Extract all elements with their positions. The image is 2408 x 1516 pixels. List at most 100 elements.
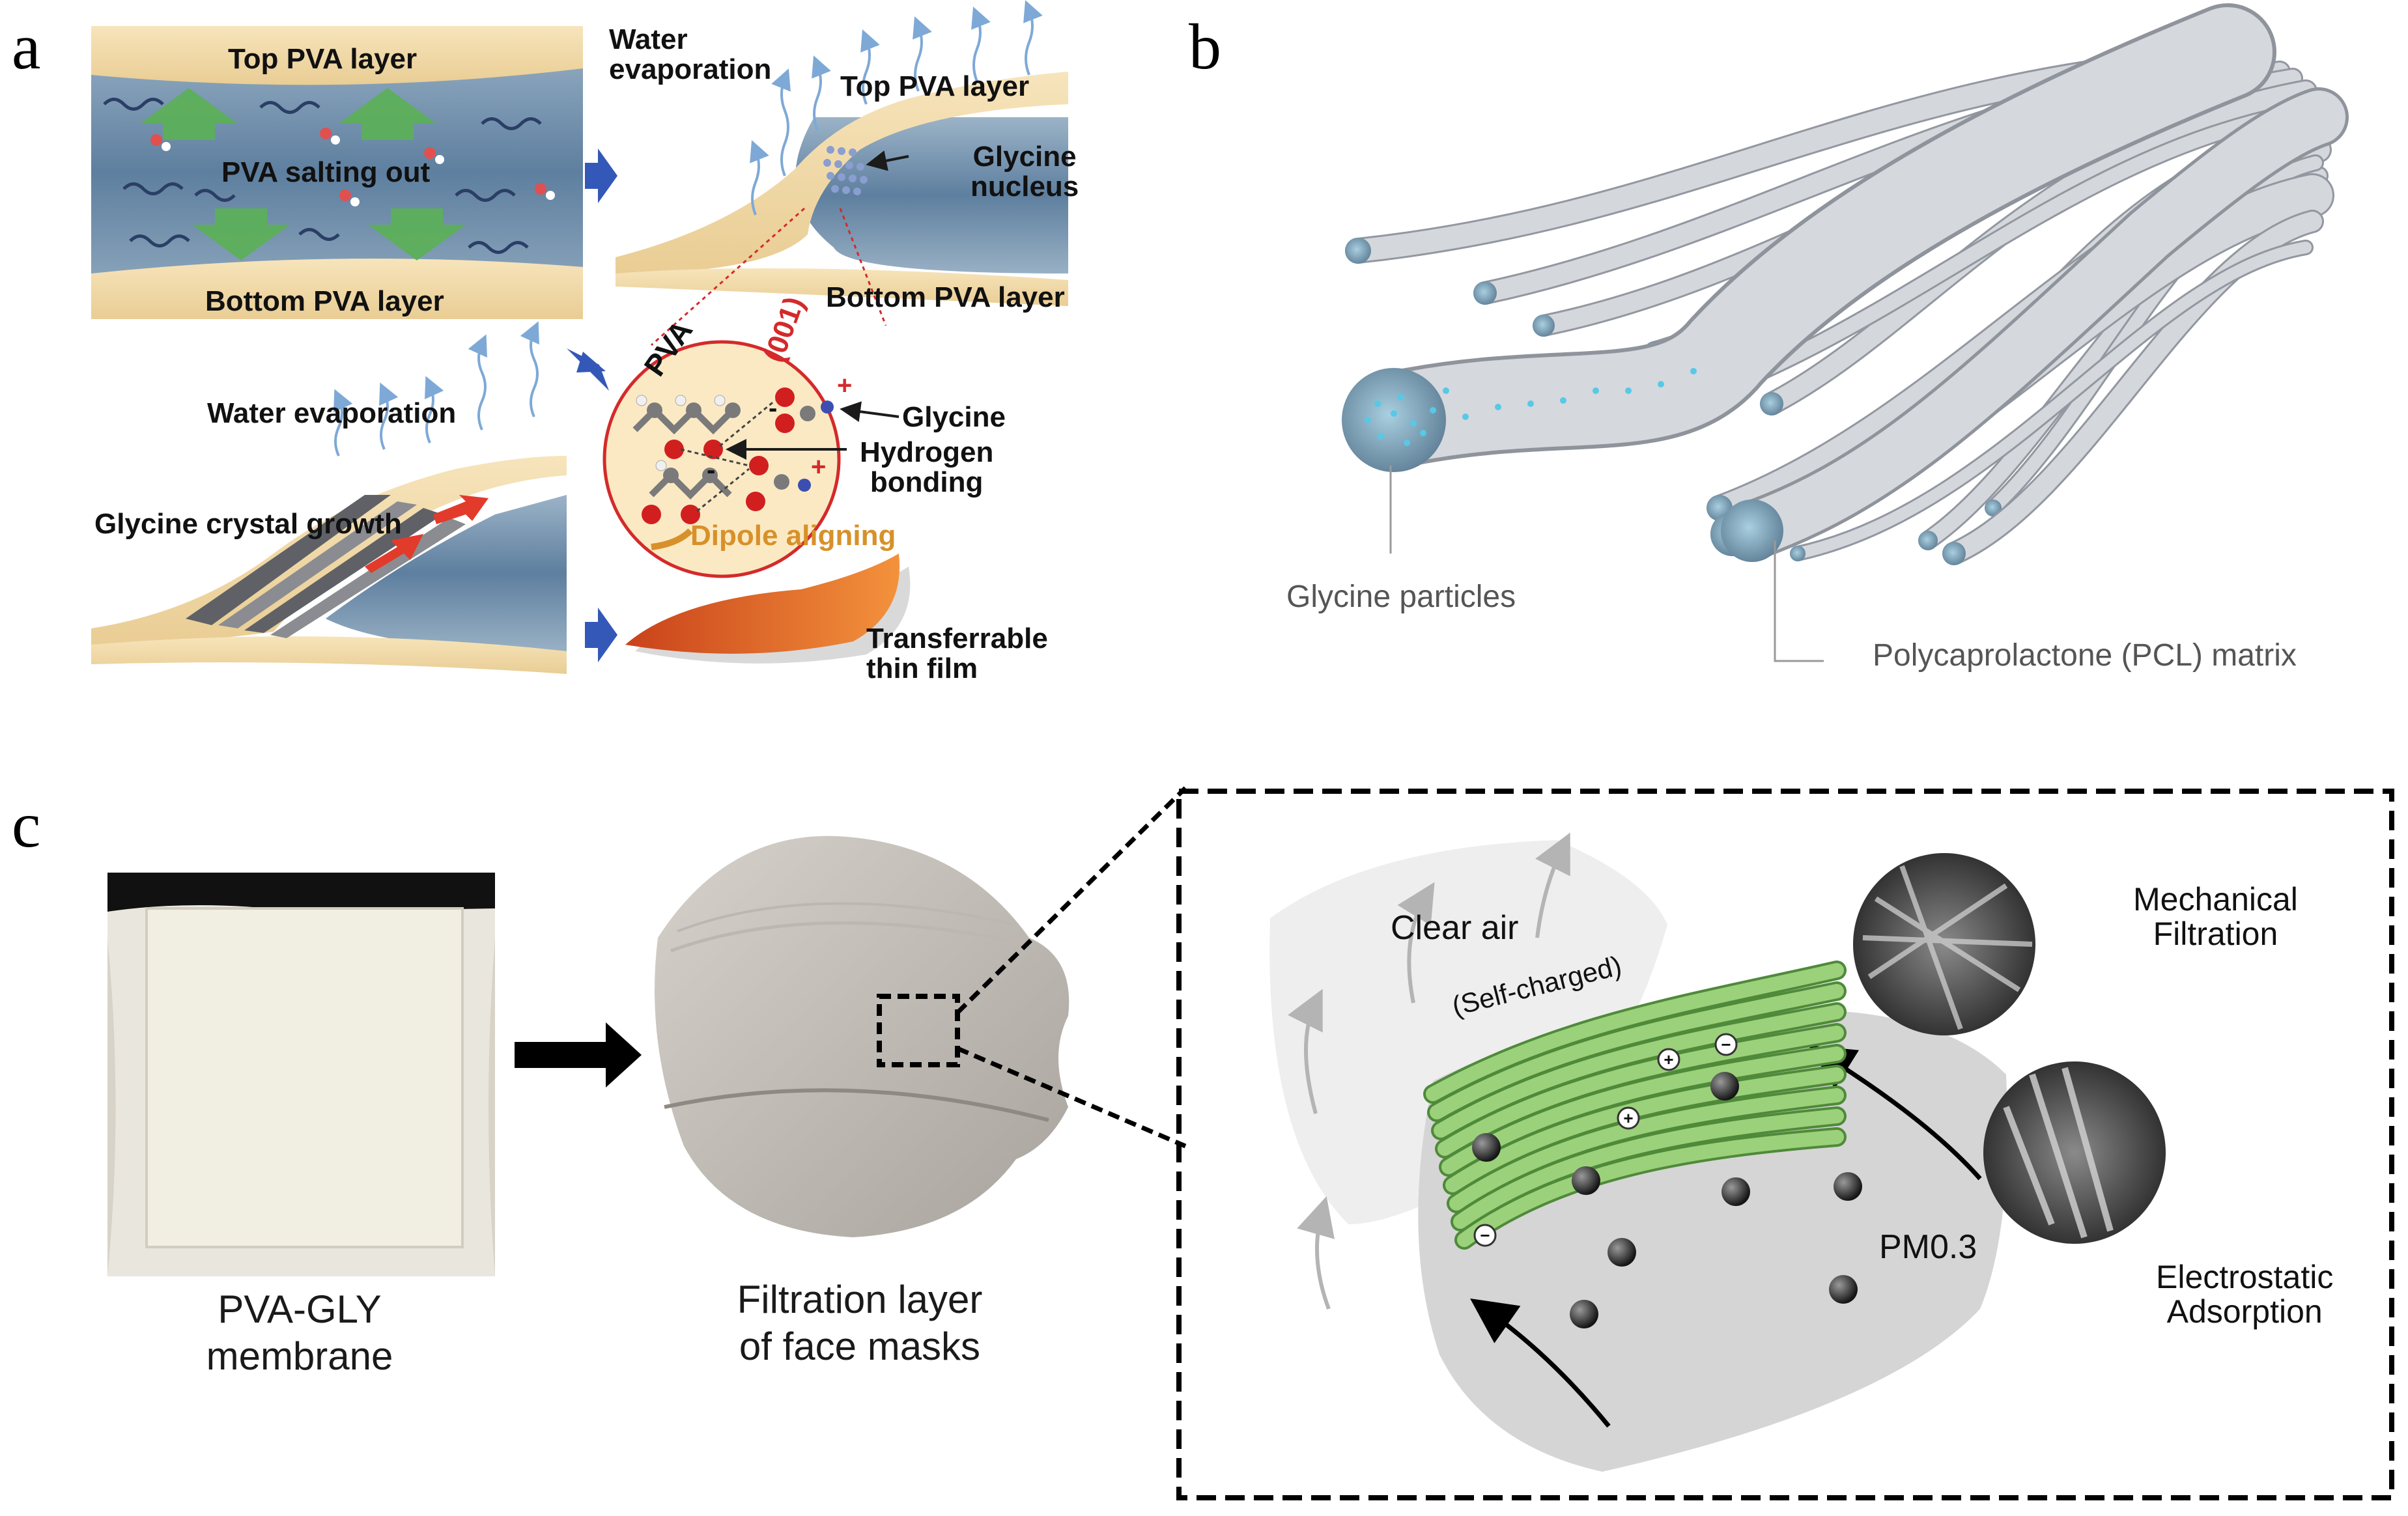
glycine-particle-dot (1374, 400, 1381, 407)
glycine-particle-dot (1527, 400, 1534, 407)
green-fiber (1434, 1005, 1844, 1138)
pcl-matrix-fiber (1725, 91, 2345, 557)
glycine-particle-dot (1443, 387, 1449, 394)
pm-particle (1472, 1133, 1501, 1162)
sem-electrostatic (1983, 1061, 2166, 1244)
svg-text:−: − (1721, 1035, 1731, 1054)
sem-mechanical (1853, 853, 2035, 1035)
pcl-fiber-tip (1533, 315, 1555, 337)
pm-particle (1608, 1238, 1636, 1267)
pcl-fiber-tip (1942, 542, 1966, 565)
black-right-arrow-icon (515, 1022, 642, 1088)
charge-plus-2: + (811, 453, 826, 481)
label-dipole-aligning: Dipole aligning (690, 520, 896, 552)
label-water-evaporation-top: Water evaporation (609, 23, 772, 86)
small-molecules (150, 128, 555, 206)
red-arrow-1 (365, 534, 423, 573)
pcl-fiber-tip (1985, 499, 2002, 516)
panel-a: (001) + + - - (91, 0, 1068, 674)
panel-letter-a: a (12, 10, 40, 83)
label-transferrable-thin-film: Transferrable thin film (866, 623, 1048, 685)
green-fiber (1453, 1109, 1844, 1229)
blue-left-arrow-icon (567, 348, 609, 391)
molecular-zoom: (001) + + - - (602, 207, 899, 578)
black-air-arrows (1470, 1045, 1982, 1428)
glycine-particle-dot (1420, 430, 1426, 436)
pm-particle (1570, 1300, 1598, 1328)
glycine-particle-dot (1560, 397, 1566, 404)
pm-particles (1472, 1072, 1862, 1328)
pcl-fiber-tip (1345, 238, 1371, 264)
pva-chain (632, 395, 741, 524)
green-fiber (1457, 1130, 1844, 1247)
glycine-particle-dot (1593, 387, 1599, 394)
glycine-particle-dot (1495, 404, 1501, 410)
mask-selection-box (877, 994, 960, 1067)
green-arrows (140, 88, 466, 260)
label-glycine-particles: Glycine particles (1286, 580, 1516, 614)
green-fiber (1430, 984, 1844, 1119)
charge-minus-1: - (769, 394, 777, 423)
pcl-fiber-tip (1473, 281, 1497, 305)
red-arrow-2 (433, 495, 489, 524)
label-clear-air: Clear air (1391, 909, 1519, 947)
fiber-charges: + − + − (1473, 1033, 1738, 1247)
glycine-particle-dot (1378, 433, 1384, 440)
panel-c: + − + − (107, 786, 2394, 1500)
pcl-fiber-tip (1790, 546, 1806, 561)
evaporation-wisps-top (750, 0, 1043, 216)
glycine-particle-dot (1462, 414, 1469, 420)
caption-pva-gly-membrane: PVA-GLY membrane (206, 1287, 393, 1378)
pcl-fiber-large (1349, 7, 2273, 465)
filter-mechanism: + − + − (1269, 832, 2166, 1472)
pcl-fiber (1987, 156, 2322, 514)
label-glycine: Glycine (902, 401, 1006, 433)
glycine-particle-dot (1658, 381, 1664, 387)
pcl-fiber (1944, 212, 2322, 563)
glycine-particle-dot (1625, 387, 1632, 394)
panel-letter-c: c (12, 789, 40, 861)
pm-particle (1829, 1275, 1858, 1304)
glycine-particle-leaders (1389, 466, 1824, 662)
pcl-fiber (1792, 242, 2312, 559)
glycine-particle-dot (1404, 440, 1410, 446)
green-fiber (1449, 1088, 1844, 1211)
pm-particle (1834, 1172, 1862, 1201)
label-hydrogen-bonding: Hydrogen bonding (860, 436, 994, 499)
label-top-pva-layer-right: Top PVA layer (840, 70, 1030, 102)
membrane-photo (107, 873, 495, 1276)
svg-text:+: + (1664, 1050, 1673, 1069)
pcl-matrix-fiber-tip (1721, 499, 1783, 562)
svg-text:+: + (1623, 1108, 1633, 1128)
charge-minus-2: - (707, 456, 715, 484)
charge-plus-1: + (837, 371, 852, 400)
glycine-particle-dot (1365, 417, 1371, 423)
pm-particle (1710, 1072, 1739, 1101)
green-fibers (1423, 961, 1847, 1250)
label-top-pva-layer-left: Top PVA layer (228, 43, 418, 75)
label-water-evaporation-bottom: Water evaporation (207, 397, 457, 429)
glycine-particle-dot (1690, 368, 1697, 374)
label-mechanical-filtration: Mechanical Filtration (2133, 881, 2298, 952)
salting-out-schematic (91, 26, 583, 319)
label-bottom-pva-layer-right: Bottom PVA layer (826, 281, 1065, 313)
label-pva-salting-out: PVA salting out (221, 156, 431, 188)
caption-filtration-layer: Filtration layer of face masks (737, 1278, 983, 1368)
panel-b (1342, 3, 2349, 565)
zoom-box (1176, 789, 2394, 1500)
label-bottom-pva-layer-left: Bottom PVA layer (205, 285, 444, 317)
pcl-fiber-tip (1918, 531, 1938, 550)
green-fiber (1438, 1026, 1844, 1156)
blue-right-arrow-icon-bottom (585, 608, 617, 662)
label-pcl-matrix: Polycaprolactone (PCL) matrix (1873, 638, 2297, 673)
glycine-nucleus (823, 146, 868, 195)
crystal-growth-schematic (91, 321, 567, 674)
hydrogen-bonds (680, 399, 776, 512)
pcl-fiber-large-tip (1342, 368, 1446, 472)
plane-label: (001) (758, 292, 810, 366)
glycine-particle-dot (1410, 420, 1417, 427)
label-glycine-crystal-growth: Glycine crystal growth (94, 508, 402, 540)
evaporation-wisps-bottom (333, 321, 539, 456)
glycine-molecules (746, 387, 834, 511)
